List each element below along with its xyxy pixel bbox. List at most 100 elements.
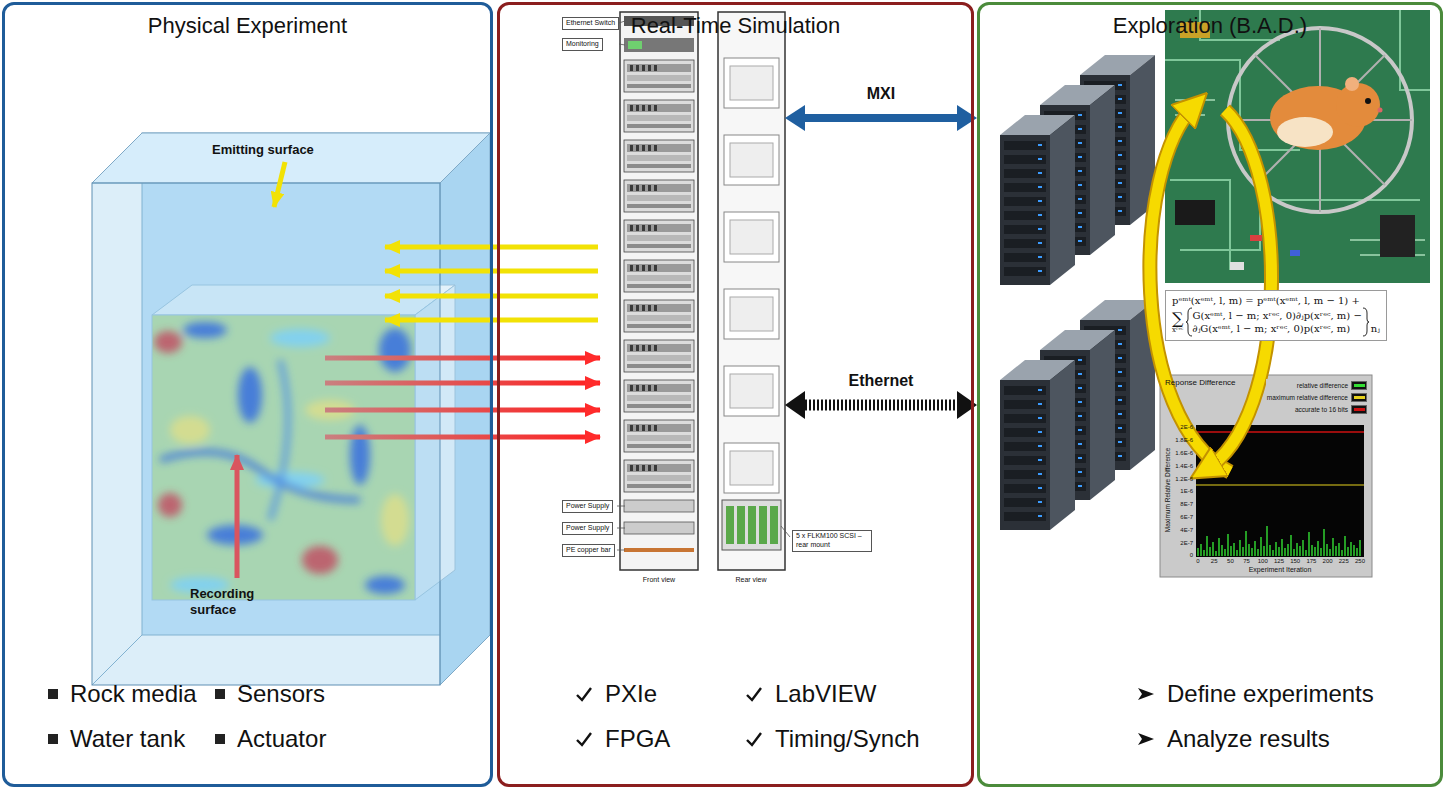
sum-sign: ∑ (1172, 311, 1183, 327)
surface-label: Recording surface (190, 586, 270, 617)
rack-rear (730, 451, 773, 485)
equation-box: pᵉᵐᵗ(xᵉᵐᵗ, l, m) = pᵉᵐᵗ(xᵉᵐᵗ, l, m − 1) … (1165, 290, 1387, 341)
rack-rear (730, 66, 773, 100)
arrow-bullet (1137, 730, 1155, 748)
bullet-square (48, 689, 58, 699)
tick-label: 0 (1190, 552, 1193, 559)
check-mark (577, 688, 591, 700)
legend-sample-box (1351, 393, 1367, 402)
tick-label: 4E-7 (1180, 527, 1193, 534)
bullet-text: Rock media (70, 680, 197, 709)
hamster-photo (1165, 10, 1430, 283)
leader-line (617, 528, 625, 529)
callout-box: 5 x FLKM100 SCSI – rear mount (792, 530, 872, 552)
rack-rear (724, 366, 779, 416)
tick-label: 2E-7 (1180, 540, 1193, 547)
legend-sample-box (1351, 381, 1367, 390)
rack-rear (759, 506, 767, 544)
connector (805, 114, 957, 122)
tick-label: 1.2E-6 (1175, 476, 1193, 483)
equation-lines: G(xᵉᵐᵗ, l − m; xʳᵉᶜ, 0)∂ⱼp(xʳᵉᶜ, m) −∂ⱼG… (1193, 309, 1362, 336)
legend-row: accurate to 16 bits (1267, 403, 1367, 415)
axis-title: Experiment Iteration (1230, 566, 1330, 574)
rack-front (620, 12, 698, 570)
callout-box: PE copper bar (562, 544, 615, 557)
hamster-photo (1277, 117, 1333, 147)
connector (805, 400, 957, 411)
bullet-text: Water tank (70, 725, 185, 754)
panel-title: Physical Experiment (5, 13, 490, 39)
bullet-text: Analyze results (1167, 725, 1330, 754)
rack-rear (724, 135, 779, 185)
hamster-photo (1255, 55, 1385, 185)
legend-row: maximum relative difference (1267, 391, 1367, 403)
hamster-photo (1230, 262, 1244, 270)
record-signal-arrow (325, 356, 600, 361)
callout-box: Ethernet Switch (562, 17, 619, 30)
bullet-square (215, 734, 225, 744)
view-caption: Front view (619, 576, 699, 584)
hamster-photo (1250, 235, 1262, 241)
panel: Real-Time SimulationPXIeLabVIEWFPGATimin… (497, 2, 974, 787)
equation-text: nⱼ (1371, 322, 1380, 335)
panel: Exploration (B.A.D.)Define experimentsAn… (977, 2, 1443, 787)
leader-line (617, 506, 625, 507)
rack-front (624, 300, 694, 332)
legend: relative differencemaximum relative diff… (1266, 379, 1368, 415)
check-mark (747, 733, 761, 745)
rack-rear (730, 374, 773, 408)
leader-line (617, 21, 790, 550)
surface-arrow (235, 455, 240, 578)
legend-swatch (1354, 396, 1365, 399)
view-caption: Rear view (711, 576, 791, 584)
bullet-item: Timing/Synch (745, 725, 920, 754)
callout-text: Monitoring (566, 40, 599, 47)
callout-text: Ethernet Switch (566, 19, 615, 26)
tick-label: 8E-7 (1180, 501, 1193, 508)
hamster-photo (1336, 83, 1380, 127)
rack-front (620, 12, 698, 570)
bullet-item: LabVIEW (745, 680, 876, 709)
rack-front (624, 180, 694, 212)
rack-rear (730, 297, 773, 331)
rack-front (624, 260, 694, 292)
rack-front (624, 140, 694, 172)
check-mark (745, 730, 763, 748)
legend-swatch (1354, 384, 1365, 387)
rack-rear (724, 443, 779, 493)
arrow-bullet (1137, 685, 1155, 703)
leader-line (617, 550, 625, 551)
server-cluster (1000, 55, 1155, 530)
rack-rear (730, 220, 773, 254)
check-mark (747, 688, 761, 700)
rack-front (624, 500, 694, 512)
legend-text: maximum relative difference (1267, 394, 1348, 401)
surface-arrow (237, 162, 285, 578)
callout-box: Power Supply (562, 522, 613, 535)
bullet-text: Timing/Synch (775, 725, 920, 754)
hamster-photo (1290, 250, 1300, 256)
rack-unit: Front viewRear viewEthernet SwitchMonito… (560, 10, 785, 590)
hamster-photo (1380, 215, 1415, 257)
rack-front (624, 380, 694, 412)
chart-title: Reponse Difference (1165, 378, 1236, 388)
hamster-photo (1345, 77, 1359, 91)
bullet-item: Water tank (48, 725, 185, 754)
leader-line (781, 526, 790, 537)
bullet-square (48, 734, 58, 744)
sum-column: ∑xʳᵉᶜ (1172, 311, 1184, 334)
response-chart (1196, 425, 1364, 557)
rack-rear (737, 506, 745, 544)
check-mark (575, 730, 593, 748)
tank-front-face (92, 183, 440, 685)
rack-front (624, 60, 694, 92)
tick-label: 250 (1340, 558, 1380, 565)
arrow-bullet (1138, 733, 1154, 745)
equation-text: ∂ⱼG(xᵉᵐᵗ, l − m; xʳᵉᶜ, 0)p(xʳᵉᶜ, m) (1193, 322, 1362, 336)
callout-text: Power Supply (566, 502, 609, 509)
rack-front (624, 420, 694, 452)
sum-index: xʳᵉᶜ (1172, 327, 1184, 334)
arrow-bullet (1138, 688, 1154, 700)
